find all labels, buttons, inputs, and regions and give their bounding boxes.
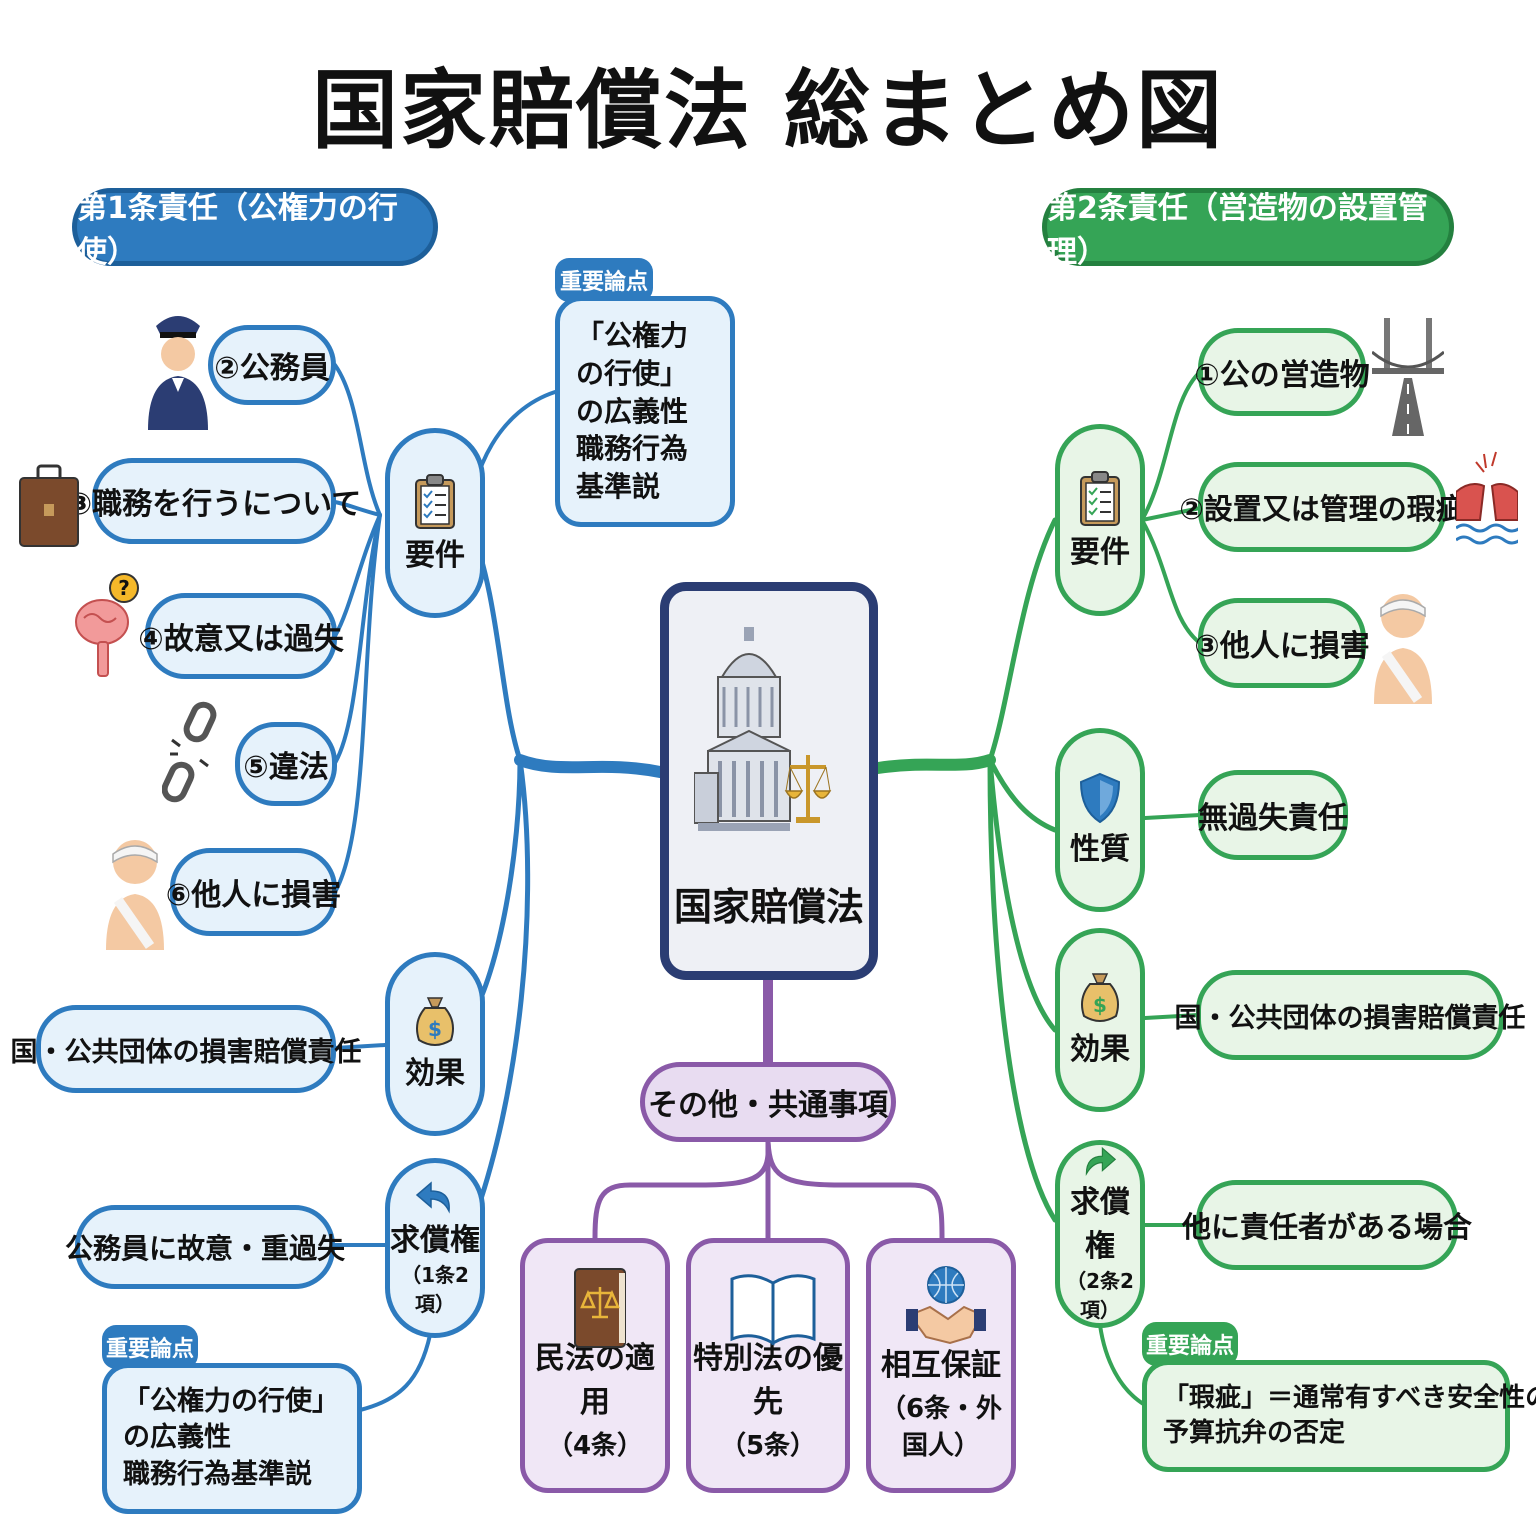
hub-label: 要件 — [1070, 535, 1130, 570]
key-point-line: 職務行為基準説 — [576, 432, 689, 504]
hub-label: 効果 — [1070, 1032, 1130, 1067]
key-point-line: 「瑕疵」＝通常有すべき安全性の欠如 — [1163, 1383, 1536, 1413]
other-item-civil-code: 民法の適用 （4条） — [520, 1238, 670, 1493]
hub-label: 求償権 — [390, 1223, 480, 1258]
svg-text:?: ? — [118, 576, 130, 600]
right-requirements-hub: 要件 — [1055, 424, 1145, 616]
money-bag-icon: $ — [416, 997, 454, 1046]
law-book-icon — [574, 1268, 626, 1348]
injured-person-icon — [1374, 594, 1432, 704]
item-sublabel: （6条・外国人） — [879, 1394, 1003, 1461]
money-bag-icon: $ — [1081, 973, 1119, 1022]
key-point-tag: 重要論点 — [555, 258, 653, 302]
left-recourse-condition: 公務員に故意・重過失 — [65, 1205, 345, 1289]
article2-header: 第2条責任（営造物の設置管理） — [1042, 188, 1454, 270]
other-common-hub: その他・共通事項 — [640, 1062, 896, 1142]
police-officer-icon — [148, 316, 208, 430]
right-effect-hub: $ 効果 — [1055, 928, 1145, 1112]
hub-label: 求償権 — [1070, 1185, 1130, 1264]
left-key-point-top: 重要論点 「公権力の行使」 の広義性 職務行為基準説 — [555, 258, 735, 527]
injured-person-icon — [106, 840, 164, 950]
left-effect-hub: $ 効果 — [385, 952, 485, 1136]
briefcase-icon — [19, 464, 79, 547]
open-book-icon — [730, 1274, 816, 1346]
item-sublabel: （5条） — [719, 1431, 817, 1461]
brain-question-icon: ? — [75, 573, 139, 677]
page-title: 国家賠償法 総まとめ図 — [312, 61, 1224, 161]
right-effect-liability: 国・公共団体の損害賠償責任 — [1175, 970, 1526, 1060]
requirement-illegality: ⑤違法 — [235, 722, 337, 806]
left-recourse-hub: 求償権 （1条2項） — [385, 1158, 485, 1338]
item-label: 特別法の優先 — [693, 1341, 843, 1420]
key-point-line: の広義性 — [576, 394, 689, 428]
key-point-line: 「公権力の行使」 — [576, 319, 689, 390]
article1-header: 第1条責任（公権力の行使） — [72, 188, 438, 270]
svg-text:$: $ — [1093, 993, 1107, 1017]
left-key-point-bottom: 重要論点 「公権力の行使」の広義性 職務行為基準説 — [102, 1325, 362, 1515]
forward-arrow-icon — [1085, 1146, 1117, 1177]
hub-sublabel: （2条2項） — [1066, 1269, 1134, 1322]
key-point-note: 「公権力の行使」の広義性 職務行為基準説 — [102, 1363, 362, 1515]
right-nature-hub: 性質 — [1055, 728, 1145, 912]
central-node: 国家賠償法 — [660, 582, 878, 980]
right-key-point: 重要論点 「瑕疵」＝通常有すべき安全性の欠如 予算抗弁の否定 — [1142, 1322, 1536, 1473]
key-point-note: 「瑕疵」＝通常有すべき安全性の欠如 予算抗弁の否定 — [1142, 1360, 1536, 1473]
hub-sublabel: （1条2項） — [401, 1263, 469, 1316]
key-point-tag: 重要論点 — [1142, 1322, 1238, 1366]
central-label: 国家賠償法 — [673, 885, 864, 929]
other-item-special-law: 特別法の優先 （5条） — [686, 1238, 850, 1493]
broken-chain-icon — [162, 701, 217, 803]
key-point-tag: 重要論点 — [102, 1325, 198, 1369]
svg-text:$: $ — [428, 1017, 442, 1041]
broken-bridge-icon — [1456, 451, 1518, 545]
requirement-duty: ③職務を行うについて — [67, 458, 361, 544]
key-point-note: 「公権力の行使」 の広義性 職務行為基準説 — [555, 296, 735, 527]
clipboard-icon — [415, 474, 455, 529]
item-label: 相互保証 — [881, 1348, 1001, 1383]
requirement-public-facility: ①公の営造物 — [1194, 328, 1370, 416]
key-point-line: 「公権力の行使」の広義性 — [123, 1386, 339, 1454]
left-requirements-hub: 要件 — [385, 428, 485, 618]
clipboard-icon — [1080, 471, 1120, 526]
hub-label: 性質 — [1070, 832, 1130, 867]
other-item-reciprocity: 相互保証 （6条・外国人） — [866, 1238, 1016, 1493]
right-recourse-hub: 求償権 （2条2項） — [1055, 1140, 1145, 1328]
requirement-defect: ②設置又は管理の瑕疵 — [1179, 462, 1465, 552]
requirement-damage: ⑥他人に損害 — [166, 848, 341, 936]
left-effect-liability: 国・公共団体の損害賠償責任 — [11, 1005, 362, 1093]
hub-label: 要件 — [405, 538, 465, 573]
key-point-line: 予算抗弁の否定 — [1163, 1418, 1346, 1449]
globe-handshake-icon — [906, 1266, 986, 1345]
item-sublabel: （4条） — [546, 1431, 644, 1461]
requirement-third-party-damage: ③他人に損害 — [1194, 598, 1370, 688]
right-recourse-condition: 他に責任者がある場合 — [1182, 1180, 1472, 1270]
bridge-road-icon — [1372, 318, 1444, 436]
return-arrow-icon — [415, 1181, 450, 1214]
requirement-public-official: ②公務員 — [208, 325, 336, 405]
shield-icon — [1079, 772, 1121, 824]
key-point-line: 職務行為基準説 — [123, 1458, 312, 1490]
right-nature-strict-liability: 無過失責任 — [1198, 770, 1348, 860]
requirement-intent-negligence: ④故意又は過失 — [138, 593, 344, 679]
hub-label: 効果 — [405, 1056, 465, 1091]
parliament-scales-icon — [694, 627, 832, 831]
